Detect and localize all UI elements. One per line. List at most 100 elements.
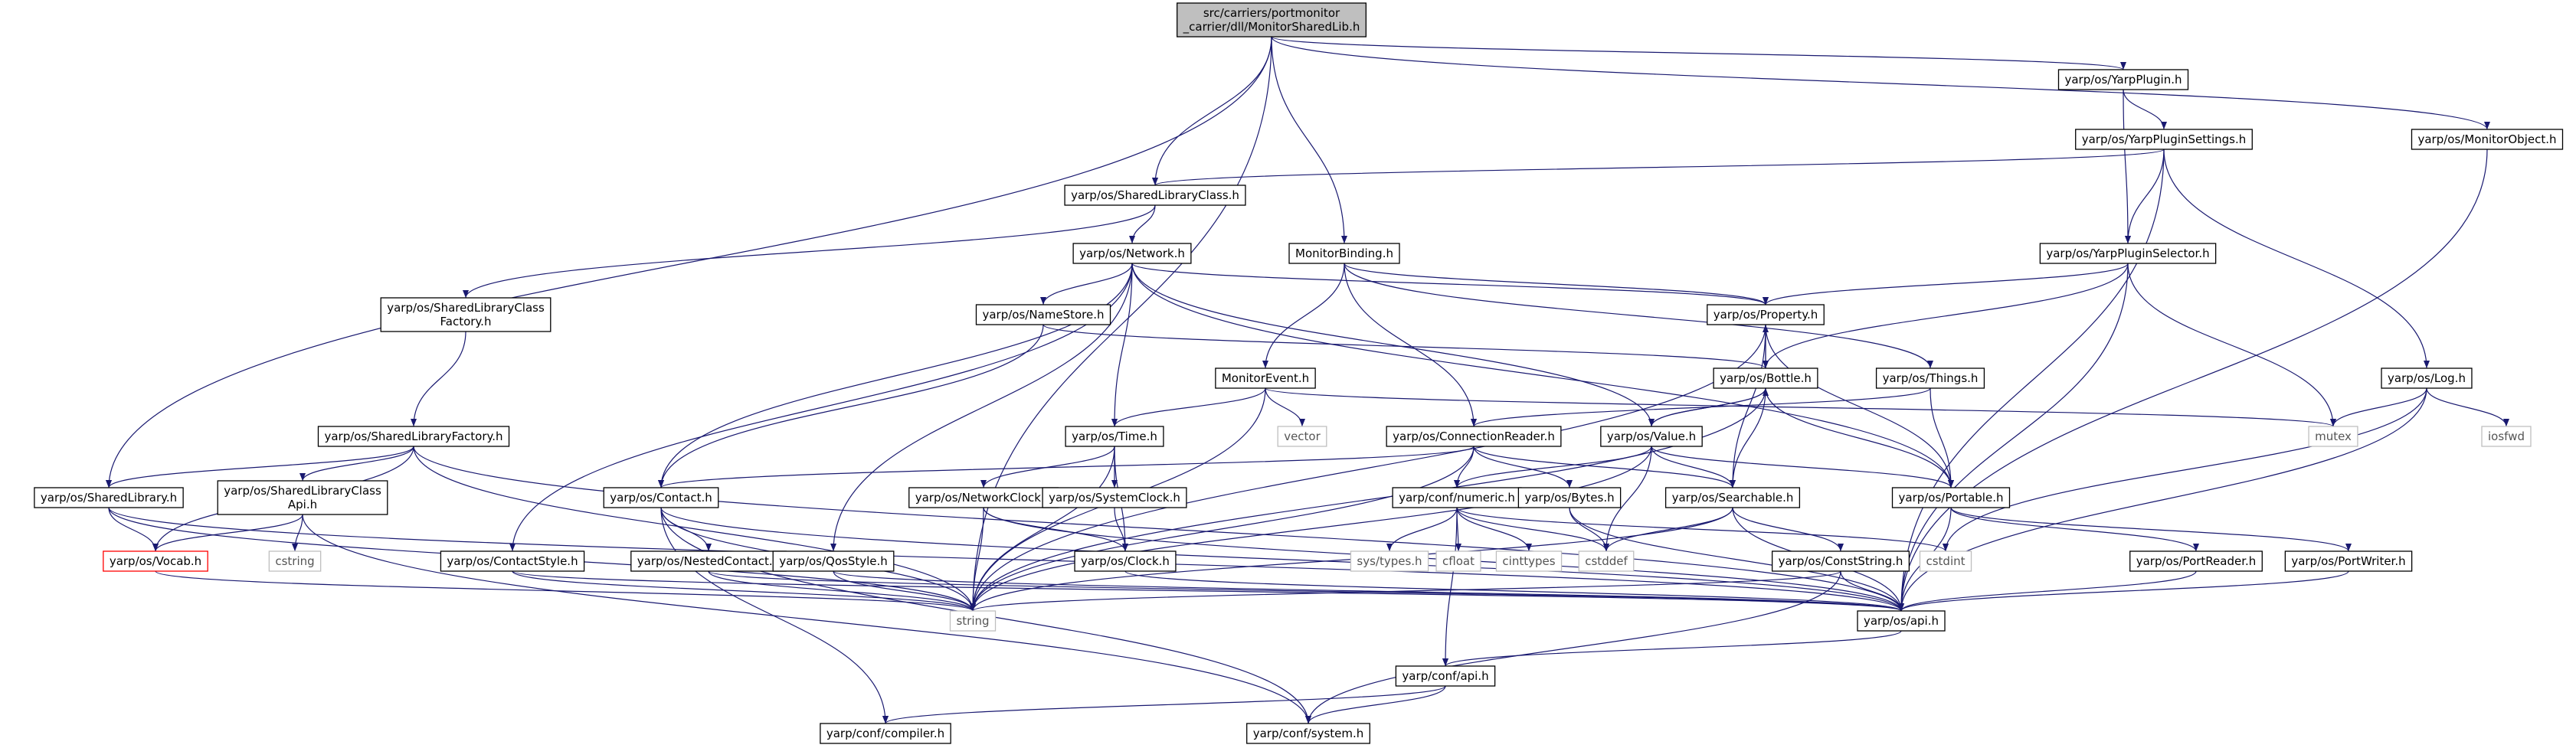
node-things[interactable]: yarp/os/Things.h: [1875, 367, 1985, 389]
node-label: yarp/os/Contact.h: [610, 491, 712, 505]
edge-network-to-namestore: [1040, 263, 1133, 305]
node-box: [1177, 2, 1367, 38]
edge-qosstyle-to-api: [833, 570, 1904, 612]
edge-monitorbinding-to-things: [1344, 263, 1933, 369]
node-portable[interactable]: yarp/os/Portable.h: [1891, 487, 2011, 508]
node-box: [1386, 426, 1562, 447]
edge-yarppluginselector-to-bottle: [1763, 263, 2129, 369]
node-portwriter[interactable]: yarp/os/PortWriter.h: [2284, 550, 2413, 572]
edge-sharedlibrary-to-vocab: [108, 507, 159, 552]
edge-bottle-to-searchable: [1730, 387, 1766, 488]
node-box: [268, 550, 322, 572]
node-connectionreader[interactable]: yarp/os/ConnectionReader.h: [1386, 426, 1562, 447]
node-label: yarp/os/SharedLibraryFactory.h: [324, 430, 502, 443]
node-namestore[interactable]: yarp/os/NameStore.h: [975, 304, 1111, 325]
edge-portable-to-portreader: [1950, 507, 2199, 552]
edge-slfactory-to-api: [413, 446, 1904, 612]
edge-log-to-iosfwd: [2426, 387, 2509, 427]
node-label: string: [956, 614, 989, 628]
node-searchable[interactable]: yarp/os/Searchable.h: [1664, 487, 1801, 508]
node-contact[interactable]: yarp/os/Contact.h: [603, 487, 719, 508]
node-sharedlibraryclass[interactable]: yarp/os/SharedLibraryClass.h: [1064, 185, 1246, 206]
node-box: [2075, 129, 2253, 150]
node-value[interactable]: yarp/os/Value.h: [1600, 426, 1703, 447]
node-label: yarp/os/SharedLibraryClass.h: [1071, 188, 1239, 202]
node-box: [1664, 487, 1801, 508]
node-label: Factory.h: [440, 315, 492, 328]
edge-networkclock-to-clock: [983, 507, 1128, 552]
node-bytes[interactable]: yarp/os/Bytes.h: [1517, 487, 1622, 508]
node-conststring[interactable]: yarp/os/ConstString.h: [1771, 550, 1910, 572]
edge-log-to-mutex: [2330, 387, 2427, 427]
node-portreader[interactable]: yarp/os/PortReader.h: [2129, 550, 2263, 572]
edge-root-to-monitorobject: [1271, 36, 2490, 130]
node-time[interactable]: yarp/os/Time.h: [1065, 426, 1164, 447]
node-root[interactable]: src/carriers/portmonitor_carrier/dll/Mon…: [1177, 2, 1367, 38]
edge-numeric-to-cinttypes: [1456, 507, 1532, 552]
node-confapi[interactable]: yarp/conf/api.h: [1395, 665, 1496, 687]
node-box: [1857, 610, 1946, 632]
edge-connectionreader-to-searchable: [1473, 446, 1736, 488]
edge-yarppluginselector-to-mutex: [2127, 263, 2336, 427]
node-box: [34, 487, 184, 508]
node-property[interactable]: yarp/os/Property.h: [1707, 304, 1825, 325]
edge-qosstyle-to-string: [833, 570, 976, 612]
node-contactstyle[interactable]: yarp/os/ContactStyle.h: [440, 550, 585, 572]
edge-monitorevent-to-vector: [1265, 387, 1305, 427]
node-api[interactable]: yarp/os/api.h: [1857, 610, 1946, 632]
node-box: [217, 480, 388, 515]
node-log[interactable]: yarp/os/Log.h: [2381, 367, 2473, 389]
node-label: yarp/os/Searchable.h: [1672, 491, 1794, 505]
node-network[interactable]: yarp/os/Network.h: [1072, 243, 1192, 264]
node-systemclock[interactable]: yarp/os/SystemClock.h: [1042, 487, 1187, 508]
edge-portwriter-to-api: [1898, 570, 2349, 612]
node-networkclock[interactable]: yarp/os/NetworkClock.h: [908, 487, 1059, 508]
node-system[interactable]: yarp/conf/system.h: [1246, 723, 1370, 744]
node-box: [1771, 550, 1910, 572]
edge-systemclock-to-clock: [1114, 507, 1128, 552]
node-sharedlibrary[interactable]: yarp/os/SharedLibrary.h: [34, 487, 184, 508]
node-box: [380, 297, 552, 332]
node-clock[interactable]: yarp/os/Clock.h: [1074, 550, 1177, 572]
node-slfactory[interactable]: yarp/os/SharedLibraryFactory.h: [317, 426, 510, 447]
node-monitorevent[interactable]: MonitorEvent.h: [1215, 367, 1316, 389]
node-monitorbinding[interactable]: MonitorBinding.h: [1288, 243, 1400, 264]
node-qosstyle[interactable]: yarp/os/QosStyle.h: [772, 550, 895, 572]
node-label: yarp/os/NestedContact.h: [637, 554, 780, 568]
node-yarppluginselector[interactable]: yarp/os/YarpPluginSelector.h: [2039, 243, 2217, 264]
edge-numeric-to-cstdint: [1456, 507, 1949, 552]
node-box: [1919, 550, 1972, 572]
node-label: yarp/os/Clock.h: [1081, 554, 1170, 568]
nodes: src/carriers/portmonitor_carrier/dll/Mon…: [34, 2, 2564, 744]
node-numeric[interactable]: yarp/conf/numeric.h: [1392, 487, 1522, 508]
node-yarpplugin[interactable]: yarp/os/YarpPlugin.h: [2057, 69, 2189, 90]
node-box: [1578, 550, 1635, 572]
node-label: yarp/os/NetworkClock.h: [915, 491, 1052, 505]
node-label: _carrier/dll/MonitorSharedLib.h: [1183, 20, 1360, 34]
node-box: [2039, 243, 2217, 264]
node-vocab[interactable]: yarp/os/Vocab.h: [103, 550, 208, 572]
edge-contactstyle-to-api: [512, 570, 1904, 612]
node-bottle[interactable]: yarp/os/Bottle.h: [1713, 367, 1818, 389]
node-yarppluginsettings[interactable]: yarp/os/YarpPluginSettings.h: [2075, 129, 2253, 150]
edge-value-to-string: [970, 446, 1652, 612]
edge-searchable-to-conststring: [1732, 507, 1844, 552]
node-nestedcontact[interactable]: yarp/os/NestedContact.h: [630, 550, 787, 572]
edge-things-to-connectionreader: [1471, 387, 1931, 427]
node-box: [975, 304, 1111, 325]
edge-namestore-to-bottle: [1043, 324, 1769, 369]
node-compiler[interactable]: yarp/conf/compiler.h: [820, 723, 951, 744]
node-box: [908, 487, 1059, 508]
node-monitorobject[interactable]: yarp/os/MonitorObject.h: [2411, 129, 2564, 150]
edge-log-to-cstdint: [1943, 387, 2427, 552]
edge-yarpplugin-to-yarppluginselector: [2123, 89, 2131, 244]
node-label: cinttypes: [1502, 554, 1555, 568]
edge-vocab-to-string: [155, 570, 976, 612]
edge-things-to-portable: [1930, 387, 1954, 488]
edge-root-to-yarpplugin: [1271, 36, 2126, 70]
node-label: yarp/os/Things.h: [1883, 371, 1979, 385]
edge-yarppluginsettings-to-yarppluginselector: [2125, 149, 2165, 244]
